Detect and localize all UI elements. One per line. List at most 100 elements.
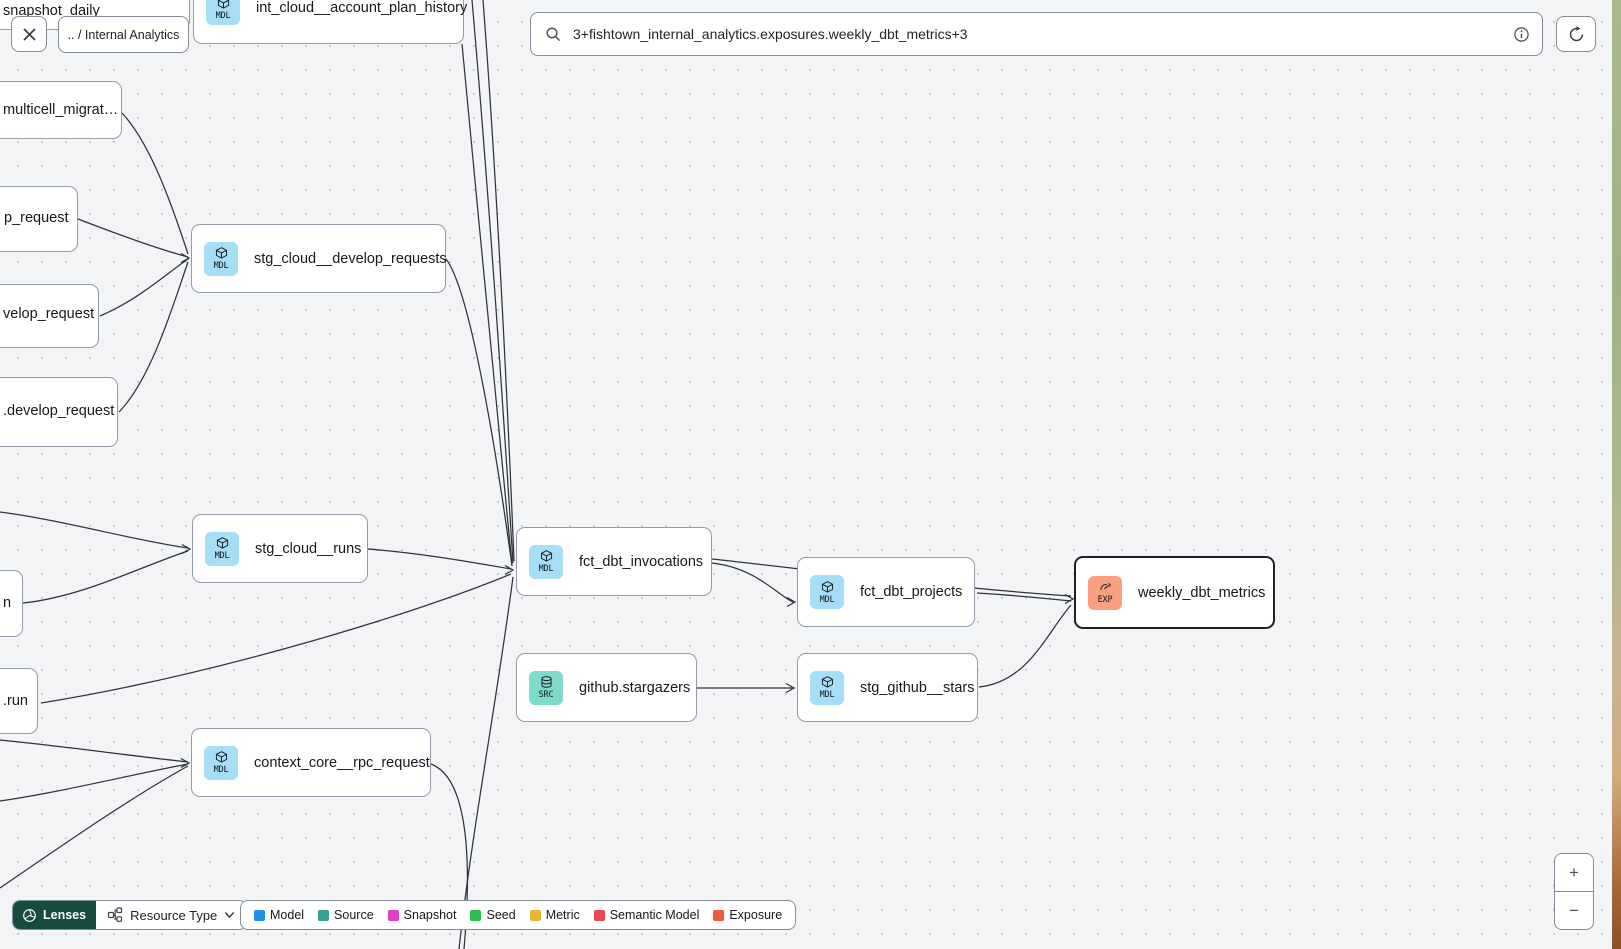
cube-icon bbox=[215, 751, 227, 763]
node-label: p_request bbox=[4, 210, 69, 226]
resource-type-icon bbox=[107, 907, 123, 922]
cube-icon bbox=[821, 676, 833, 688]
zoom-controls: + − bbox=[1554, 853, 1594, 930]
mdl-badge: MDL bbox=[206, 0, 240, 25]
edge-arrowhead bbox=[180, 252, 191, 264]
legend-item-model: Model bbox=[254, 908, 304, 922]
lenses-label: Lenses bbox=[43, 908, 87, 922]
graph-edge bbox=[0, 511, 189, 549]
node-label: fct_dbt_invocations bbox=[579, 553, 704, 570]
refresh-icon bbox=[1569, 25, 1583, 41]
edge-arrowhead bbox=[181, 543, 192, 555]
graph-edge bbox=[0, 765, 189, 889]
node-label: n bbox=[3, 595, 12, 611]
legend-swatch bbox=[318, 909, 330, 921]
graph-node-multicell-migration[interactable]: multicell_migrat… bbox=[0, 81, 122, 139]
node-label: stg_cloud__runs bbox=[255, 540, 362, 557]
cube-icon bbox=[821, 580, 833, 593]
node-label: fct_dbt_projects bbox=[860, 584, 963, 600]
node-label: weekly_dbt_metrics bbox=[1138, 584, 1266, 601]
graph-edge bbox=[0, 763, 189, 802]
legend-swatch bbox=[254, 909, 265, 921]
graph-edge bbox=[482, 0, 515, 562]
mdl-badge: MDL bbox=[810, 575, 844, 609]
resource-type-label: Resource Type bbox=[130, 907, 218, 923]
breadcrumb[interactable]: .. / Internal Analytics bbox=[58, 16, 189, 53]
edge-arrowhead bbox=[180, 757, 191, 769]
badge-label: EXP bbox=[1097, 595, 1113, 606]
legend-label: Source bbox=[334, 908, 374, 922]
graph-node-fct_dbt_invocations[interactable]: MDL fct_dbt_invocations bbox=[516, 527, 712, 596]
database-icon bbox=[540, 676, 552, 689]
legend-item-semantic-model: Semantic Model bbox=[593, 908, 699, 922]
graph-edge bbox=[461, 43, 513, 566]
legend-label: Exposure bbox=[729, 908, 783, 922]
graph-edge bbox=[40, 573, 512, 704]
cube-icon bbox=[540, 550, 552, 562]
graph-node-develop-request[interactable]: .develop_request bbox=[0, 377, 118, 447]
graph-edge bbox=[22, 550, 189, 604]
zoom-in-button[interactable]: + bbox=[1555, 854, 1593, 892]
node-label: stg_cloud__develop_requests bbox=[254, 250, 447, 267]
close-button[interactable] bbox=[11, 16, 47, 52]
graph-node-run-node[interactable]: .run bbox=[0, 668, 38, 734]
edge-arrowhead bbox=[504, 564, 515, 576]
legend-item-source: Source bbox=[318, 908, 374, 922]
legend-label: Model bbox=[270, 908, 305, 922]
graph-node-op-request[interactable]: p_request bbox=[0, 186, 78, 252]
lenses-button[interactable]: Lenses bbox=[13, 901, 97, 929]
search-input[interactable] bbox=[571, 25, 1513, 43]
graph-node-n-node[interactable]: n bbox=[0, 570, 23, 637]
node-label: int_cloud__account_plan_history bbox=[256, 0, 468, 16]
badge-label: MDL bbox=[819, 594, 835, 605]
badge-label: MDL bbox=[215, 10, 231, 21]
graph-node-fct_dbt_projects[interactable]: MDL fct_dbt_projects bbox=[797, 557, 975, 627]
graph-node-velop-request[interactable]: velop_request bbox=[0, 284, 99, 348]
node-label: .develop_request bbox=[3, 403, 115, 419]
cube-icon bbox=[216, 537, 228, 549]
edge-arrowhead bbox=[786, 596, 797, 608]
lens-icon bbox=[23, 908, 36, 922]
search-bar[interactable] bbox=[530, 12, 1543, 56]
graph-edge bbox=[711, 562, 794, 603]
graph-node-int_cloud__account_plan_history[interactable]: MDL int_cloud__account_plan_history bbox=[193, 0, 468, 44]
graph-edge bbox=[99, 258, 189, 317]
node-label: context_core__rpc_request bbox=[254, 754, 430, 771]
edge-arrowhead bbox=[1064, 593, 1075, 605]
legend-label: Snapshot bbox=[403, 908, 457, 922]
info-icon[interactable] bbox=[1513, 26, 1530, 43]
lenses-toolbar: Lenses Resource Type bbox=[12, 900, 248, 930]
search-icon bbox=[546, 26, 561, 41]
graph-edge bbox=[471, 0, 514, 564]
legend-swatch bbox=[470, 909, 482, 921]
badge-label: MDL bbox=[538, 564, 554, 575]
breadcrumb-label: .. / Internal Analytics bbox=[67, 27, 180, 42]
cube-icon bbox=[215, 247, 227, 259]
legend-swatch bbox=[593, 909, 605, 921]
desktop-wallpaper-sliver bbox=[1612, 0, 1621, 949]
zoom-out-button[interactable]: − bbox=[1569, 900, 1579, 920]
resource-type-dropdown[interactable]: Resource Type bbox=[96, 901, 246, 929]
legend-swatch bbox=[387, 909, 399, 921]
exp-badge: EXP bbox=[1088, 575, 1122, 610]
legend-swatch bbox=[529, 909, 541, 921]
graph-edge bbox=[120, 111, 189, 255]
close-icon bbox=[22, 27, 36, 41]
node-label: snapshot_daily bbox=[3, 3, 100, 19]
refresh-button[interactable] bbox=[1556, 16, 1596, 52]
graph-node-weekly_dbt_metrics[interactable]: EXP weekly_dbt_metrics bbox=[1074, 556, 1275, 629]
badge-label: MDL bbox=[819, 690, 835, 701]
legend-item-exposure: Exposure bbox=[713, 908, 782, 922]
chevron-down-icon bbox=[225, 911, 235, 919]
graph-edge bbox=[978, 604, 1072, 688]
graph-edge bbox=[0, 739, 189, 763]
